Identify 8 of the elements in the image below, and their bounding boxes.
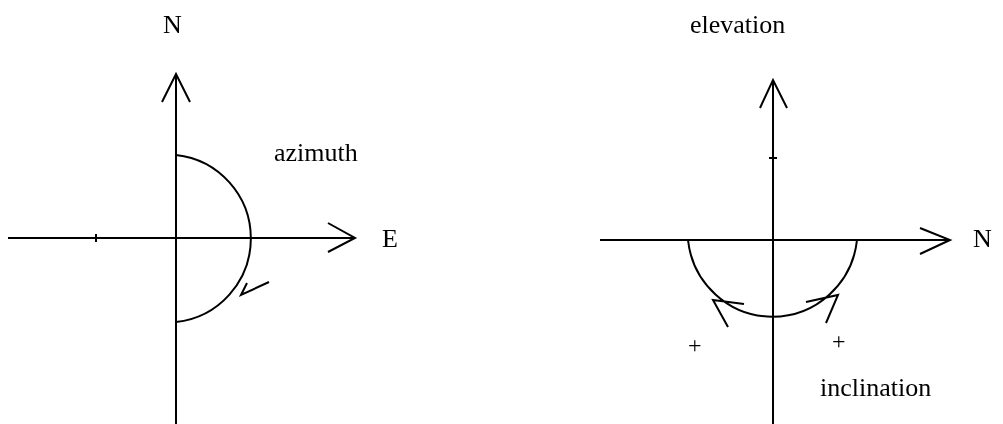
axis-label: E	[382, 226, 398, 252]
axis-label: elevation	[690, 12, 786, 38]
axis-label: azimuth	[274, 140, 358, 166]
axis-label: +	[688, 333, 702, 357]
axis-label: N	[163, 12, 182, 38]
axis-label: +	[832, 329, 846, 353]
axis-label: inclination	[820, 375, 932, 401]
axis-label: N	[973, 226, 992, 252]
